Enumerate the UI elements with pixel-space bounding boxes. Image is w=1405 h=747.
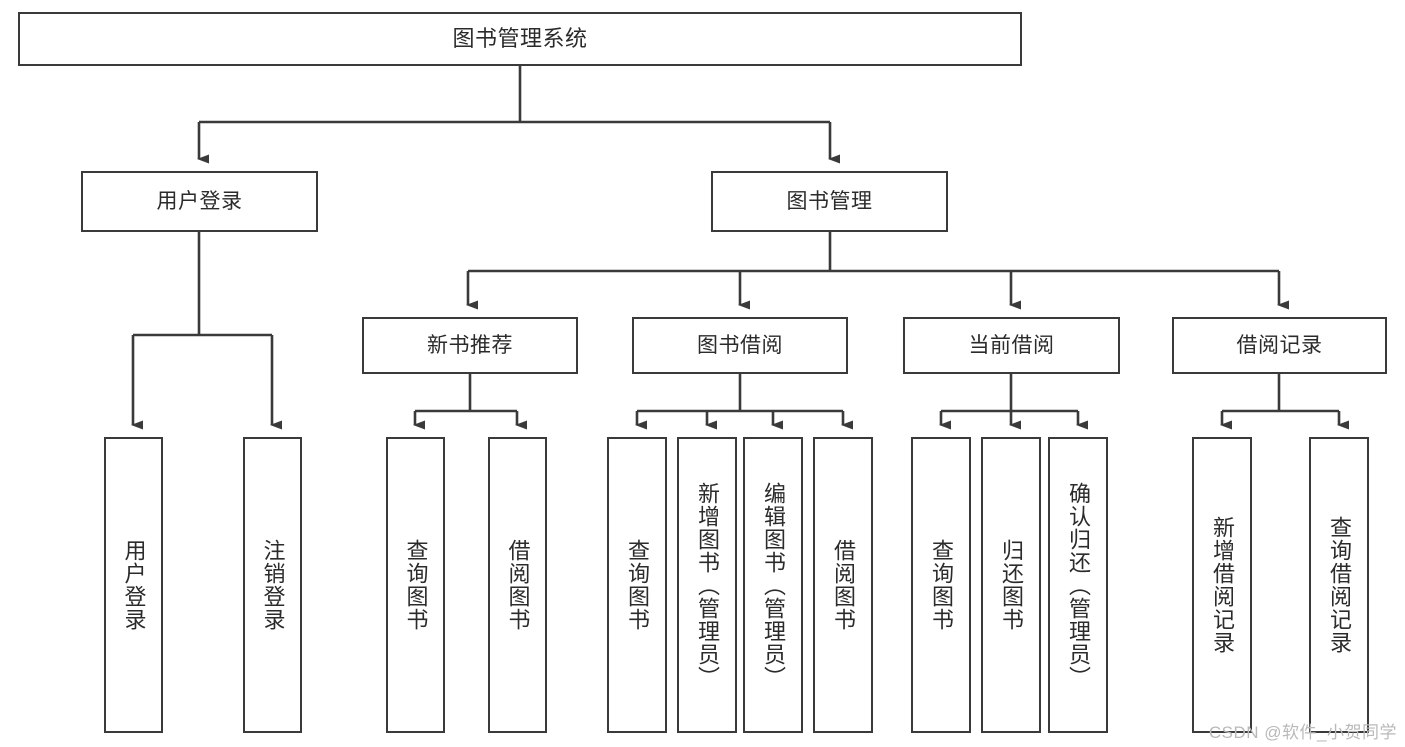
node-new-book-recommend[interactable]: 新书推荐 <box>362 317 578 374</box>
node-leaf-query-book-2[interactable]: 查询图书 <box>607 437 667 733</box>
node-root-system[interactable]: 图书管理系统 <box>18 12 1022 66</box>
node-leaf-return-book[interactable]: 归还图书 <box>981 437 1041 733</box>
node-label: 归还图书 <box>998 539 1024 631</box>
node-leaf-query-book-3[interactable]: 查询图书 <box>911 437 971 733</box>
node-label: 新书推荐 <box>427 333 513 357</box>
node-leaf-user-login[interactable]: 用户登录 <box>104 437 163 733</box>
node-leaf-confirm-return[interactable]: 确认归还（管理员） <box>1048 437 1108 733</box>
node-label: 图书管理系统 <box>452 25 588 51</box>
node-book-manage[interactable]: 图书管理 <box>711 171 948 232</box>
node-leaf-borrow-book-1[interactable]: 借阅图书 <box>488 437 547 733</box>
node-label: 查询图书 <box>403 539 429 631</box>
node-label: 查询图书 <box>624 539 650 631</box>
node-user-login[interactable]: 用户登录 <box>81 171 318 232</box>
node-label: 查询借阅记录 <box>1326 516 1352 654</box>
node-label: 图书借阅 <box>697 333 783 357</box>
node-label: 用户登录 <box>121 539 147 631</box>
node-leaf-query-book-1[interactable]: 查询图书 <box>386 437 445 733</box>
node-leaf-user-logout[interactable]: 注销登录 <box>243 437 302 733</box>
node-label: 新增图书（管理员） <box>694 481 720 689</box>
node-leaf-borrow-book-2[interactable]: 借阅图书 <box>813 437 873 733</box>
node-book-borrow[interactable]: 图书借阅 <box>632 317 848 374</box>
node-label: 编辑图书（管理员） <box>760 481 786 689</box>
node-label: 确认归还（管理员） <box>1065 481 1091 689</box>
node-current-borrow[interactable]: 当前借阅 <box>903 317 1120 374</box>
node-label: 图书管理 <box>786 189 873 213</box>
node-label: 查询图书 <box>928 539 954 631</box>
node-label: 借阅图书 <box>830 539 856 631</box>
node-leaf-edit-book[interactable]: 编辑图书（管理员） <box>743 437 803 733</box>
node-label: 借阅图书 <box>505 539 531 631</box>
node-label: 当前借阅 <box>968 333 1055 357</box>
node-label: 注销登录 <box>260 539 286 631</box>
node-leaf-add-record[interactable]: 新增借阅记录 <box>1192 437 1252 733</box>
node-leaf-query-record[interactable]: 查询借阅记录 <box>1309 437 1369 733</box>
node-label: 用户登录 <box>156 189 243 213</box>
node-label: 新增借阅记录 <box>1209 516 1235 654</box>
node-leaf-add-book[interactable]: 新增图书（管理员） <box>677 437 737 733</box>
node-borrow-record[interactable]: 借阅记录 <box>1172 317 1387 374</box>
node-label: 借阅记录 <box>1236 333 1323 357</box>
